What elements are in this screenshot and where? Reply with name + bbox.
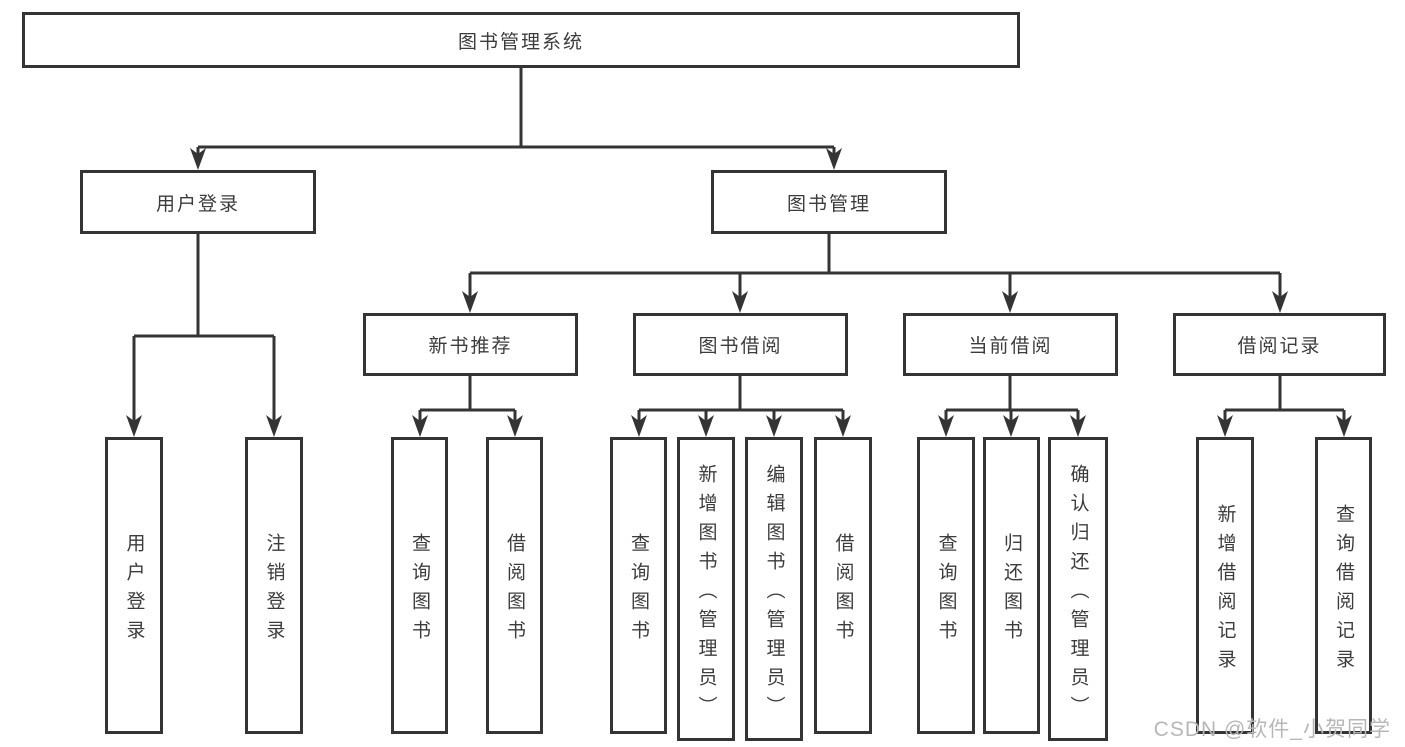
leaf-borrow-books: 借阅图书 [814, 437, 872, 734]
leaf-edit-books-admin-label: 编辑图书（管理员） [763, 463, 785, 725]
leaf-add-books-admin: 新增图书（管理员） [677, 437, 735, 741]
leaf-logout-label: 注销登录 [263, 532, 285, 649]
leaf-recommend-query-books-label: 查询图书 [409, 532, 430, 649]
leaf-borrow-books-label: 借阅图书 [832, 532, 854, 649]
leaf-current-query-books: 查询图书 [917, 437, 975, 734]
leaf-borrow-query-books: 查询图书 [610, 437, 667, 734]
node-book-borrowing-label: 图书借阅 [698, 336, 783, 357]
node-user-login-branch: 用户登录 [80, 170, 316, 234]
leaf-edit-books-admin: 编辑图书（管理员） [745, 437, 803, 741]
leaf-logout: 注销登录 [245, 437, 303, 734]
leaf-return-books-label: 归还图书 [1001, 532, 1022, 649]
node-current-borrowing-label: 当前借阅 [968, 336, 1053, 357]
node-borrowing-records: 借阅记录 [1173, 313, 1386, 376]
node-current-borrowing: 当前借阅 [903, 313, 1118, 376]
leaf-query-borrow-record-label: 查询借阅记录 [1333, 503, 1354, 678]
node-new-book-recommend-label: 新书推荐 [428, 336, 513, 357]
leaf-user-login-label: 用户登录 [123, 532, 145, 649]
leaf-confirm-return-admin: 确认归还（管理员） [1048, 437, 1108, 741]
leaf-recommend-borrow-books: 借阅图书 [486, 437, 543, 734]
leaf-query-borrow-record: 查询借阅记录 [1315, 437, 1372, 734]
node-borrowing-records-label: 借阅记录 [1237, 336, 1322, 357]
leaf-add-books-admin-label: 新增图书（管理员） [695, 463, 717, 725]
node-root: 图书管理系统 [22, 12, 1020, 68]
leaf-add-borrow-record: 新增借阅记录 [1196, 437, 1254, 734]
csdn-watermark: CSDN @软件_小贺同学 [1153, 718, 1391, 741]
leaf-return-books: 归还图书 [983, 437, 1040, 734]
leaf-recommend-borrow-books-label: 借阅图书 [504, 532, 525, 649]
leaf-borrow-query-books-label: 查询图书 [628, 532, 649, 649]
leaf-user-login: 用户登录 [105, 437, 163, 734]
leaf-confirm-return-admin-label: 确认归还（管理员） [1067, 463, 1089, 725]
leaf-add-borrow-record-label: 新增借阅记录 [1214, 503, 1236, 678]
node-book-management-label: 图书管理 [786, 193, 871, 215]
node-root-label: 图书管理系统 [457, 31, 584, 53]
leaf-current-query-books-label: 查询图书 [935, 532, 957, 649]
node-book-borrowing: 图书借阅 [633, 313, 848, 376]
leaf-recommend-query-books: 查询图书 [391, 437, 448, 734]
node-new-book-recommend: 新书推荐 [363, 313, 578, 376]
node-user-login-branch-label: 用户登录 [155, 193, 240, 215]
node-book-management: 图书管理 [711, 170, 947, 234]
